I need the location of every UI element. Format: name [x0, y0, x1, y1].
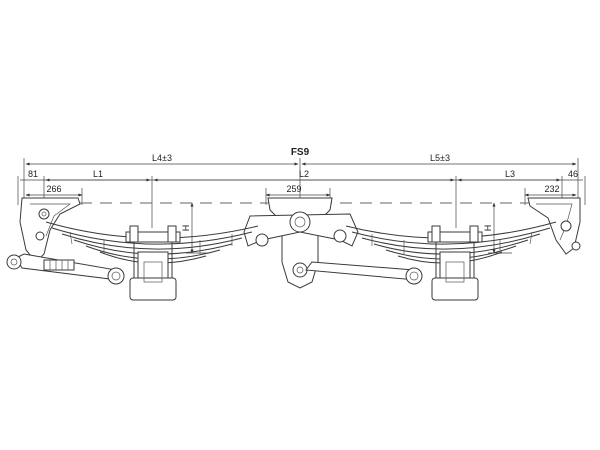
label-h-left: H — [181, 225, 191, 232]
equalizer-hanger — [243, 197, 359, 289]
label-l4: L4±3 — [152, 153, 172, 163]
label-l2: L2 — [299, 169, 309, 179]
axle-seat-right — [427, 225, 483, 301]
label-232: 232 — [544, 184, 559, 194]
label-h-right: H — [483, 225, 493, 232]
torque-arm-right — [305, 261, 423, 285]
label-46: 46 — [568, 169, 578, 179]
label-259: 259 — [286, 184, 301, 194]
torque-arm-left — [6, 253, 125, 285]
leaf-spring-left — [45, 221, 259, 264]
front-hanger — [19, 197, 81, 263]
label-l3: L3 — [505, 169, 515, 179]
drawing-title: FS9 — [291, 147, 310, 158]
rear-hanger — [527, 197, 581, 255]
label-81: 81 — [28, 169, 38, 179]
dimension-lines — [17, 158, 586, 254]
label-266: 266 — [46, 184, 61, 194]
label-l5: L5±3 — [430, 153, 450, 163]
dimension-labels: FS9 L4±3 L5±3 L1 L2 L3 81 266 259 232 46… — [28, 147, 578, 231]
label-l1: L1 — [93, 169, 103, 179]
axle-seat-left — [125, 225, 181, 301]
